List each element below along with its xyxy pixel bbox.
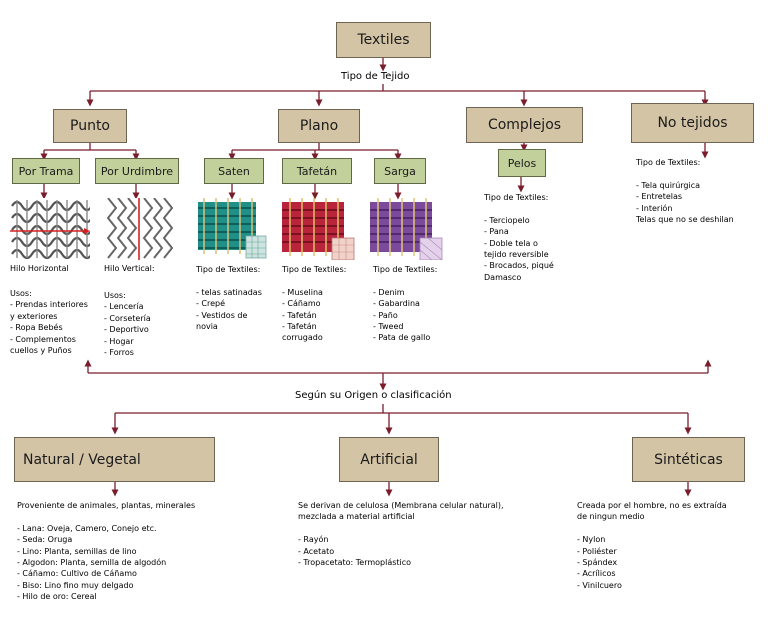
caption-por-urdimbre: Hilo Vertical: (104, 264, 155, 273)
origin-box-natural: Natural / Vegetal (14, 437, 215, 482)
subtype-box-tafetan: Tafetán (282, 158, 352, 184)
subtype-label-pelos: Pelos (507, 156, 537, 170)
no-tejidos-textiles: Tipo de Textiles: - Tela quirúrgica - En… (636, 158, 734, 225)
type-label-punto: Punto (70, 118, 110, 134)
weave-type-label: Tipo de Tejido (341, 71, 410, 82)
natural-text: Proveniente de animales, plantas, minera… (17, 501, 196, 602)
subtype-label-tafetan: Tafetán (296, 164, 338, 178)
twill-weave-icon (370, 198, 443, 260)
subtype-box-sarga: Sarga (374, 158, 426, 184)
artificial-text: Se derivan de celulosa (Membrana celular… (298, 501, 504, 568)
root-box-textiles: Textiles (336, 22, 431, 58)
subtype-box-saten: Saten (204, 158, 264, 184)
root-title: Textiles (357, 32, 410, 48)
type-box-no-tejidos: No tejidos (631, 103, 754, 143)
satin-weave-icon (198, 198, 267, 259)
type-box-plano: Plano (278, 109, 360, 143)
origin-title-artificial: Artificial (360, 451, 418, 468)
type-label-plano: Plano (299, 118, 339, 134)
sinteticas-text: Creada por el hombre, no es extraída de … (577, 501, 727, 590)
subtype-label-saten: Saten (218, 164, 250, 178)
type-box-complejos: Complejos (466, 107, 583, 143)
type-box-punto: Punto (53, 109, 127, 143)
subtype-box-por-urdimbre: Por Urdimbre (95, 158, 179, 184)
origin-box-sinteticas: Sintéticas (632, 437, 745, 482)
saten-textiles: Tipo de Textiles: - telas satinadas - Cr… (196, 265, 262, 332)
origin-box-artificial: Artificial (339, 437, 439, 482)
por-trama-uses: Usos: - Prendas interiores y exteriores … (10, 289, 88, 356)
plain-weave-icon (282, 198, 355, 260)
type-label-complejos: Complejos (487, 117, 562, 133)
subtype-label-por-trama: Por Trama (18, 164, 74, 178)
caption-por-trama: Hilo Horizontal (10, 264, 69, 273)
subtype-box-por-trama: Por Trama (12, 158, 80, 184)
origin-label: Según su Origen o clasificación (295, 390, 452, 401)
tafetan-textiles: Tipo de Textiles: - Muselina - Cáñamo - … (282, 265, 347, 343)
sarga-textiles: Tipo de Textiles: - Denim - Gabardina - … (373, 265, 438, 343)
subtype-box-pelos: Pelos (498, 149, 546, 177)
por-urdimbre-uses: Usos: - Lencería - Corsetería - Deportiv… (104, 291, 151, 358)
origin-title-natural: Natural / Vegetal (23, 451, 141, 468)
type-label-no-tejidos: No tejidos (657, 115, 728, 131)
warp-knit-icon (104, 198, 174, 260)
subtype-label-por-urdimbre: Por Urdimbre (100, 164, 174, 178)
subtype-label-sarga: Sarga (384, 164, 416, 178)
origin-title-sinteticas: Sintéticas (654, 451, 723, 468)
pelos-textiles: Tipo de Textiles: - Terciopelo - Pana - … (484, 193, 554, 282)
weft-knit-icon (10, 198, 90, 260)
